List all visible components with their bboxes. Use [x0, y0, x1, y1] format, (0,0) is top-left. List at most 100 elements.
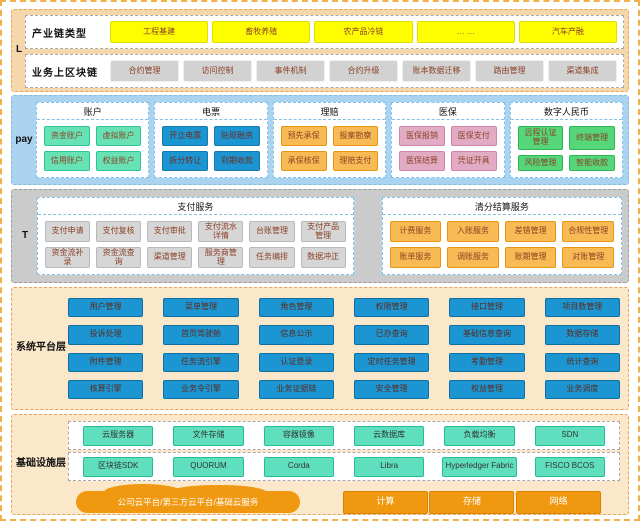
pay-panel-medical-title: 医保 [392, 103, 504, 120]
blockchain-framework-box: Corda [263, 456, 335, 477]
cloud-service-box: 文件存储 [173, 425, 244, 446]
blockchain-business-box: 合约管理 [110, 60, 179, 82]
pay-panel-account: 账户 资金账户虚拟账户信用账户权益账户 [36, 102, 150, 178]
payment-service-box: 任务编排 [249, 247, 295, 268]
pay-panel-medical: 医保 医保报销医保支付医保结算凭证开具 [391, 102, 505, 178]
layer-trade-services: T 支付服务 支付申请支付复核支付审批支付流水详情台账管理支付产品管理资金流补录… [11, 189, 629, 283]
pay-panel-ebill: 电票 开立电票贴现融资拆分转让到期收款 [154, 102, 268, 178]
platform-module-box: 权益管理 [449, 379, 525, 399]
blockchain-business-box: 合约升级 [329, 60, 398, 82]
medical-box: 医保结算 [399, 151, 445, 171]
platform-module-box: 定时任务管理 [354, 352, 430, 372]
industry-type-row: 产业链类型 工程基建畜牧养殖农产品冷链… …汽车产融 [25, 15, 624, 49]
payment-service-box: 支付复核 [96, 221, 142, 242]
cloud-service-box: 云服务器 [82, 425, 154, 446]
cloud-service-box: 容器镜像 [263, 425, 335, 446]
payment-service-box: 支付审批 [147, 221, 193, 242]
platform-module-box: 业务调度 [544, 379, 620, 399]
layer-pay: pay 账户 资金账户虚拟账户信用账户权益账户 电票 开立电票贴现融资拆分转让到… [11, 95, 629, 185]
platform-module-box: 信息公示 [258, 325, 334, 345]
pay-panel-claims-title: 理赔 [273, 103, 386, 120]
clearing-service-box: 合规性管理 [562, 221, 614, 242]
blockchain-framework-box: Hyperledger Fabric [442, 456, 517, 477]
layer-label-pay: pay [15, 133, 33, 145]
cloud-platform-label: 公司云平台/第三方云平台/基础云服务 [117, 497, 259, 507]
payment-service-box: 渠道管理 [147, 247, 193, 268]
platform-module-box: 菜单管理 [163, 298, 239, 318]
blockchain-business-row-label: 业务上区块链 [32, 67, 98, 79]
clearing-service-box: 账期管理 [504, 247, 557, 268]
platform-items: 用户管理菜单管理角色管理权限管理接口管理项目数管理投诉处理首页驾驶舱信息公示已办… [68, 298, 620, 399]
payment-service-box: 支付申请 [45, 221, 91, 242]
medical-box: 医保支付 [450, 126, 497, 146]
ebill-box: 到期收款 [214, 151, 260, 171]
payment-service-box: 台账管理 [249, 221, 295, 242]
platform-module-box: 业务令引擎 [163, 379, 239, 399]
ebill-box: 贴现融资 [214, 126, 260, 146]
digital-rmb-box: 终端管理 [569, 126, 616, 151]
industry-type-box: 汽车产融 [518, 21, 618, 43]
resource-box: 计算 [342, 490, 428, 514]
clearing-service-box: 调账服务 [447, 247, 499, 268]
claims-box: 理赔支付 [332, 151, 379, 171]
pay-panel-ebill-items: 开立电票贴现融资拆分转让到期收款 [155, 120, 266, 177]
payment-service-box: 数据冲正 [300, 247, 346, 268]
industry-type-box: … … [416, 21, 515, 43]
ebill-box: 拆分转让 [162, 151, 209, 171]
platform-module-box: 统计查询 [544, 352, 620, 372]
payment-service-box: 资金流补录 [45, 247, 91, 268]
blockchain-business-box: 渠道集成 [548, 60, 617, 82]
pay-panel-digital-rmb-title: 数字人民币 [510, 103, 623, 120]
platform-module-box: 首页驾驶舱 [163, 325, 239, 345]
platform-module-box: 考勤管理 [449, 352, 525, 372]
blockchain-framework-box: QUORUM [173, 456, 244, 477]
claims-box: 承保核保 [280, 151, 327, 171]
cloud-service-box: SDN [534, 425, 606, 446]
platform-module-box: 核算引擎 [68, 379, 144, 399]
platform-module-box: 接口管理 [449, 298, 525, 318]
industry-type-row-label: 产业链类型 [32, 28, 87, 40]
blockchain-business-row: 业务上区块链 合约管理访问控制事件机制合约升级账本数据迁移路由管理渠道集成 [25, 54, 624, 88]
digital-rmb-box: 智能收款 [569, 155, 616, 171]
payment-service-box: 服务商管理 [198, 247, 244, 268]
claims-box: 预先承保 [280, 126, 327, 146]
blockchain-business-box: 访问控制 [183, 60, 252, 82]
resource-box: 存储 [429, 490, 515, 514]
digital-rmb-box: 远程认证管理 [517, 126, 564, 151]
payment-services-panel: 支付服务 支付申请支付复核支付审批支付流水详情台账管理支付产品管理资金流补录资金… [37, 197, 354, 275]
cloud-platform-shape: 公司云平台/第三方云平台/基础云服务 [76, 484, 300, 513]
resource-box: 网络 [516, 490, 602, 514]
cloud-service-box: 云数据库 [353, 425, 425, 446]
pay-panel-account-items: 资金账户虚拟账户信用账户权益账户 [37, 120, 148, 177]
digital-rmb-box: 风险管理 [517, 155, 564, 171]
clearing-service-box: 对账管理 [562, 247, 614, 268]
medical-box: 医保报销 [399, 126, 445, 146]
clearing-service-box: 入账服务 [447, 221, 499, 242]
account-box: 资金账户 [44, 126, 90, 146]
payment-service-box: 支付流水详情 [198, 221, 244, 242]
pay-panel-account-title: 账户 [37, 103, 149, 120]
platform-module-box: 任务流引擎 [163, 352, 239, 372]
pay-panel-digital-rmb-items: 远程认证管理终端管理风险管理智能收款 [511, 120, 622, 177]
infra-bottom-row: 公司云平台/第三方云平台/基础云服务 计算存储网络 [68, 484, 620, 517]
platform-module-box: 角色管理 [258, 298, 334, 318]
clearing-service-box: 差错管理 [504, 221, 557, 242]
payment-services-items: 支付申请支付复核支付审批支付流水详情台账管理支付产品管理资金流补录资金流查询渠道… [38, 215, 353, 274]
clearing-service-box: 账单服务 [389, 247, 442, 268]
clearing-settlement-items: 计费服务入账服务差错管理合规性管理账单服务调账服务账期管理对账管理 [383, 215, 621, 274]
pay-panel-medical-items: 医保报销医保支付医保结算凭证开具 [392, 120, 503, 177]
blockchain-business-box: 事件机制 [256, 60, 325, 82]
platform-module-box: 安全管理 [354, 379, 430, 399]
pay-panel-digital-rmb: 数字人民币 远程认证管理终端管理风险管理智能收款 [509, 102, 624, 178]
blockchain-business-items: 合约管理访问控制事件机制合约升级账本数据迁移路由管理渠道集成 [110, 60, 617, 82]
platform-module-box: 认证登录 [258, 352, 334, 372]
layer-system-platform: 系统平台层 用户管理菜单管理角色管理权限管理接口管理项目数管理投诉处理首页驾驶舱… [11, 287, 629, 410]
platform-module-box: 用户管理 [68, 298, 144, 318]
pay-panel-ebill-title: 电票 [155, 103, 267, 120]
platform-module-box: 权限管理 [354, 298, 430, 318]
blockchain-business-box: 路由管理 [475, 60, 544, 82]
